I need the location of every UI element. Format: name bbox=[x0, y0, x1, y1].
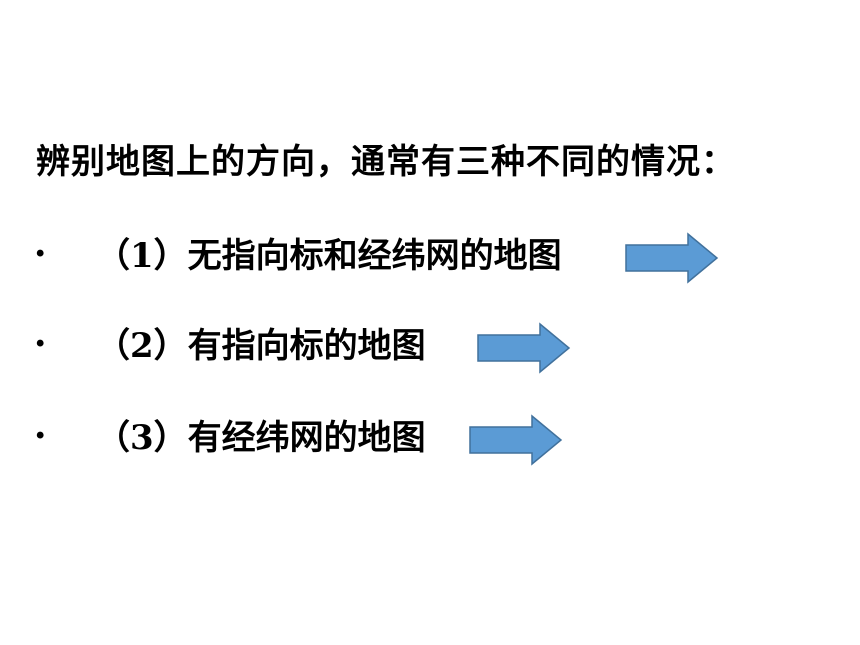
arrow-right-icon bbox=[477, 322, 571, 374]
bullet: • bbox=[36, 422, 45, 449]
list-item-1: • （1）无指向标和经纬网的地图 bbox=[0, 228, 860, 288]
slide-heading: 辨别地图上的方向，通常有三种不同的情况： bbox=[36, 142, 736, 182]
bullet: • bbox=[36, 240, 45, 267]
list-item-3: • （3）有经纬网的地图 bbox=[0, 410, 860, 470]
list-item-label: （2）有指向标的地图 bbox=[96, 326, 426, 366]
list-item-2: • （2）有指向标的地图 bbox=[0, 318, 860, 378]
arrow-right-icon bbox=[469, 414, 563, 466]
list-item-label: （3）有经纬网的地图 bbox=[96, 418, 426, 458]
list-item-label: （1）无指向标和经纬网的地图 bbox=[96, 236, 562, 276]
arrow-right-icon bbox=[625, 232, 719, 284]
bullet: • bbox=[36, 330, 45, 357]
